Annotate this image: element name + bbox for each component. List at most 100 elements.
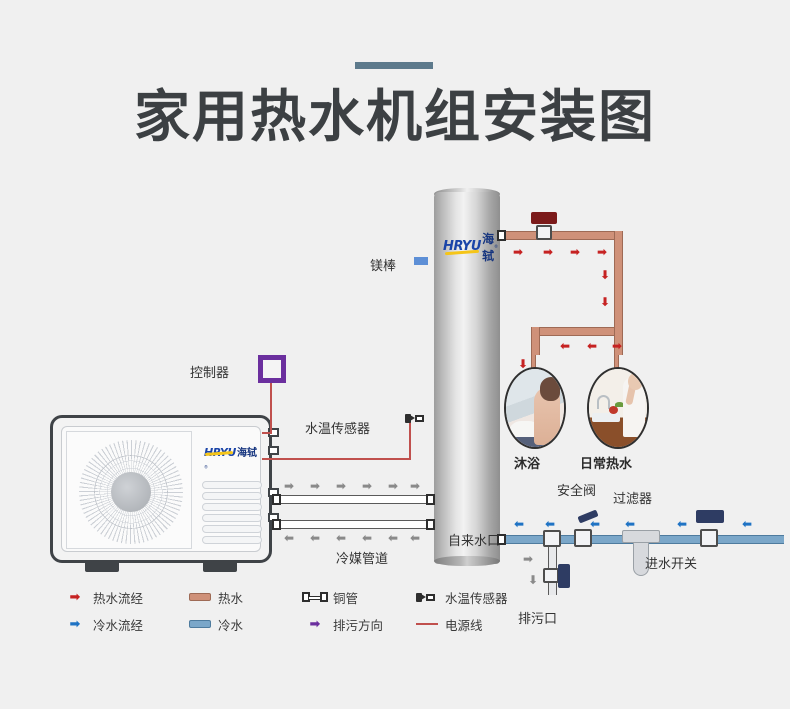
label-filter: 过滤器 — [613, 492, 653, 507]
filter-bowl — [633, 542, 649, 576]
refrigerant-connector-left-lower — [272, 519, 281, 530]
unit-foot-left — [85, 563, 119, 572]
cold-arrow-left: ⬅ — [590, 517, 601, 531]
water-temp-sensor-legend-icon — [414, 592, 440, 603]
unit-brand-registered: ® — [204, 464, 208, 470]
hot-arrow-left: ⬅ — [560, 339, 571, 353]
kitchen-photo-tomato — [609, 406, 618, 414]
label-magnesium-rod: 镁棒 — [370, 259, 397, 274]
refrigerant-arrow-left: ⬅ — [336, 531, 347, 545]
louver — [202, 536, 262, 544]
louver — [202, 503, 262, 511]
drain-tee-body — [543, 530, 561, 547]
hot-arrow-right: ➡ — [543, 245, 554, 259]
refrigerant-arrow-right: ➡ — [362, 479, 373, 493]
photo-caption-daily-hot-water: 日常热水 — [580, 457, 633, 472]
legend-label: 排污方向 — [333, 617, 384, 633]
tank-bottom-cap — [434, 556, 500, 566]
legend-item-water-temp-sensor: 水温传感器 — [414, 588, 508, 606]
legend-label: 水温传感器 — [445, 590, 508, 606]
refrigerant-arrow-left: ⬅ — [284, 531, 295, 545]
hot-pipe-top-horizontal — [506, 231, 623, 240]
label-drain-outlet: 排污口 — [518, 612, 558, 627]
cold-arrow-left: ⬅ — [625, 517, 636, 531]
drain-arrow-right: ➡ — [523, 552, 534, 566]
louver — [202, 481, 262, 489]
inlet-switch-body[interactable] — [700, 529, 718, 547]
refrigerant-arrow-right: ➡ — [284, 479, 295, 493]
fan-panel — [66, 431, 192, 549]
tank-cold-inlet-connector — [497, 534, 506, 545]
hot-pipe-branch-left-down — [531, 327, 540, 355]
page-title: 家用热水机组安装图 — [134, 85, 656, 150]
controller-box[interactable] — [258, 355, 286, 383]
legend-label: 热水 — [218, 590, 244, 606]
refrigerant-connector-right-upper — [426, 494, 435, 505]
cold-arrow-left: ⬅ — [545, 517, 556, 531]
refrigerant-pipe-lower — [278, 520, 430, 529]
legend-label: 铜管 — [333, 590, 359, 606]
fan-hub — [111, 472, 151, 512]
refrigerant-arrow-right: ➡ — [336, 479, 347, 493]
label-inlet-switch: 进水开关 — [645, 557, 698, 572]
refrigerant-pipe-upper — [278, 495, 430, 504]
legend-label: 热水流经 — [93, 590, 144, 606]
unit-brand-chinese: 海轼 — [236, 448, 257, 459]
legend-label: 冷水流经 — [93, 617, 144, 633]
hot-water-valve-body[interactable] — [536, 225, 552, 240]
legend-item-copper-pipe: 铜管 — [302, 588, 358, 606]
louver — [202, 525, 262, 533]
unit-port-power-2 — [268, 446, 279, 455]
shower-photo-hair — [540, 377, 560, 401]
tank-hot-outlet-connector — [497, 230, 506, 241]
photo-stem-right — [614, 355, 619, 369]
refrigerant-arrow-left: ⬅ — [388, 531, 399, 545]
legend-item-cold-water-flow: ➡ 冷水流经 — [62, 615, 143, 633]
hot-water-bar-icon — [187, 593, 213, 601]
label-tap-water-inlet: 自来水口 — [448, 534, 501, 549]
louver — [202, 492, 262, 500]
label-safety-valve: 安全阀 — [557, 484, 597, 499]
kitchen-photo-head — [628, 373, 643, 390]
copper-pipe-icon — [302, 592, 328, 602]
drain-arrow-down: ⬇ — [528, 573, 539, 587]
unit-louvers — [202, 481, 262, 547]
brand-registered-mark: ® — [494, 244, 499, 249]
legend-item-drain-direction: ➡ 排污方向 — [302, 615, 383, 633]
photo-shower — [504, 367, 566, 449]
hot-arrow-left: ⬅ — [587, 339, 598, 353]
hot-pipe-vertical-down — [614, 231, 623, 335]
refrigerant-arrow-right: ➡ — [410, 479, 421, 493]
legend: ➡ 热水流经 热水 铜管 水温传感器 ➡ 冷水流经 冷水 — [62, 588, 562, 638]
hot-pipe-branch-horizontal — [531, 327, 623, 336]
wire-sensor-vertical — [409, 420, 411, 460]
hot-arrow-right: ➡ — [513, 245, 524, 259]
safety-valve-body[interactable] — [574, 529, 592, 547]
hot-water-valve-handle[interactable] — [531, 212, 557, 224]
inlet-switch-handle[interactable] — [696, 510, 724, 523]
kitchen-photo-sink — [592, 413, 620, 422]
brand-chinese: 海轼 — [482, 231, 495, 263]
hot-pipe-branch-right-down — [614, 327, 623, 355]
cold-arrow-left: ⬅ — [677, 517, 688, 531]
label-refrigerant-pipe: 冷媒管道 — [336, 552, 389, 567]
drain-valve-handle[interactable] — [558, 564, 570, 588]
kitchen-photo-faucet — [597, 395, 610, 409]
unit-side-ports — [268, 428, 279, 548]
cold-arrow-left: ⬅ — [742, 517, 753, 531]
title-accent-bar — [355, 62, 433, 69]
legend-item-cold-water: 冷水 — [187, 615, 243, 633]
hot-arrow-down: ⬇ — [600, 295, 611, 309]
drain-direction-arrow-icon: ➡ — [309, 616, 321, 632]
refrigerant-arrow-left: ⬅ — [362, 531, 373, 545]
drain-valve-body[interactable] — [543, 568, 559, 583]
kitchen-photo-leaf — [615, 402, 624, 407]
tank-brand-logo: HRYU 海轼 ® — [443, 232, 499, 263]
refrigerant-arrow-left: ⬅ — [310, 531, 321, 545]
refrigerant-connector-left-upper — [272, 494, 281, 505]
label-water-temp-sensor: 水温传感器 — [305, 422, 371, 437]
